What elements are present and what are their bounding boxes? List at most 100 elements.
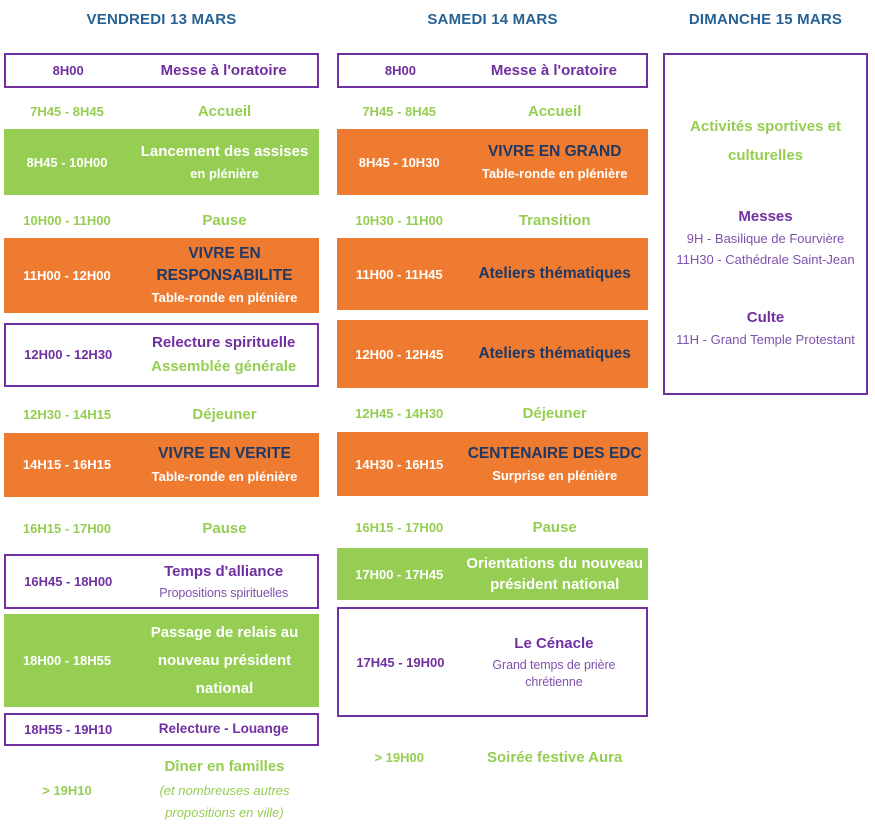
time-label: 14H15 - 16H15	[22, 457, 112, 473]
event-cell: Déjeuner	[461, 398, 648, 429]
time-label: 17H45 - 19H00	[356, 654, 445, 670]
event-line: Pause	[532, 519, 577, 536]
schedule-row: 16H15 - 17H00 Pause	[4, 513, 319, 544]
time-label: 16H15 - 17H00	[22, 520, 112, 536]
event-cell: Transition	[461, 205, 648, 236]
event-line: Table-ronde en plénière	[151, 468, 298, 484]
event-cell: VIVRE EN GRAND Table-ronde en plénière	[461, 136, 648, 189]
event-line: Propositions spirituelles	[159, 585, 289, 600]
sunday-item: 9H - Basilique de Fourvière	[686, 231, 845, 246]
schedule-row: 14H30 - 16H15 CENTENAIRE DES EDC Surprise …	[337, 432, 648, 496]
event-line: (et nombreuses autres propositions en vi…	[159, 783, 290, 821]
schedule-row: 10H00 - 11H00 Pause	[4, 205, 319, 236]
schedule-row: 10H30 - 11H00 Transition	[337, 205, 648, 236]
time-label: 10H00 - 11H00	[23, 213, 111, 228]
event-line: Soirée festive Aura	[487, 748, 623, 766]
time-label: 11H00 - 11H45	[355, 266, 443, 282]
time-label: 12H00 - 12H30	[24, 347, 113, 363]
event-line: Transition	[518, 212, 591, 229]
event-cell: Pause	[130, 205, 319, 236]
time-label: 8H45 - 10H30	[358, 154, 440, 170]
event-line: Relecture - Louange	[158, 721, 289, 737]
event-line: VIVRE EN GRAND	[487, 142, 622, 160]
event-line: Table-ronde en plénière	[481, 166, 628, 182]
time-label: 11H00 - 12H00	[23, 267, 111, 283]
event-line: CENTENAIRE DES EDC	[467, 444, 642, 462]
rows-friday: 8H00 Messe à l'oratoire 7H45 - 8H45 Accueil…	[4, 53, 319, 829]
event-cell: Messe à l'oratoire	[130, 55, 317, 86]
schedule-row: > 19H10 Dîner en familles(et nombreuses a…	[4, 751, 319, 829]
time-label: 8H00	[384, 63, 416, 78]
event-cell: Accueil	[461, 96, 648, 127]
event-line: Temps d'alliance	[164, 562, 284, 580]
event-line: Assemblée générale	[151, 358, 297, 376]
schedule-row: 8H45 - 10H30 VIVRE EN GRAND Table-ronde en…	[337, 129, 648, 195]
sunday-section-title: Culte	[746, 308, 785, 326]
schedule-row: 7H45 - 8H45 Accueil	[337, 96, 648, 127]
event-cell: Accueil	[130, 96, 319, 127]
schedule-row: 14H15 - 16H15 VIVRE EN VERITE Table-ronde …	[4, 432, 319, 497]
event-line: Surprise en plénière	[492, 468, 618, 484]
column-friday: VENDREDI 13 MARS 8H00 Messe à l'oratoire 7…	[4, 0, 319, 829]
day-header-friday: VENDREDI 13 MARS	[86, 11, 237, 28]
sunday-item: 11H30 - Cathédrale Saint-Jean	[676, 251, 855, 267]
schedule-row: > 19H00 Soirée festive Aura	[337, 737, 648, 777]
event-cell: Dîner en familles(et nombreuses autres p…	[130, 751, 319, 829]
schedule-row: 17H00 - 17H45 Orientations du nouveau pré…	[337, 548, 648, 600]
time-label: 14H30 - 16H15	[355, 456, 444, 472]
event-line: Accueil	[528, 103, 582, 120]
event-line: Passage de relais au nouveau président n…	[150, 624, 299, 697]
time-label: 10H30 - 11H00	[355, 213, 443, 228]
event-cell: Orientations du nouveau président nation…	[461, 548, 648, 600]
event-line: Accueil	[197, 103, 252, 120]
time-label: 16H45 - 18H00	[24, 573, 113, 589]
event-line: VIVRE EN RESPONSABILITE	[156, 245, 293, 284]
event-cell: Déjeuner	[130, 399, 319, 430]
event-line: Grand temps de prière chrétienne	[492, 657, 616, 690]
event-cell: Ateliers thématiques	[461, 258, 648, 290]
event-line: en plénière	[190, 165, 259, 181]
event-cell: Soirée festive Aura	[461, 742, 648, 773]
event-line: Pause	[202, 519, 247, 537]
event-line: Ateliers thématiques	[478, 345, 631, 363]
event-cell: Relecture - Louange	[130, 715, 317, 744]
event-cell: Pause	[130, 513, 319, 544]
time-label: 18H00 - 18H55	[22, 653, 112, 669]
column-sunday: DIMANCHE 15 MARS Activités sportives et …	[663, 0, 868, 395]
time-label: 17H00 - 17H45	[355, 566, 444, 582]
time-label: > 19H10	[42, 782, 92, 798]
event-line: Le Cénacle	[514, 634, 594, 652]
time-label: > 19H00	[374, 749, 424, 765]
event-line: Lancement des assises	[140, 142, 309, 160]
schedule-row: 8H00 Messe à l'oratoire	[4, 53, 319, 88]
time-label: 12H30 - 14H15	[22, 406, 112, 422]
sunday-section: Activités sportives et culturelles	[671, 113, 860, 170]
rows-saturday: 8H00 Messe à l'oratoire 7H45 - 8H45 Accueil…	[337, 53, 648, 777]
event-line: Orientations du nouveau président nation…	[466, 555, 644, 593]
schedule-row: 7H45 - 8H45 Accueil	[4, 96, 319, 127]
time-label: 7H45 - 8H45	[362, 104, 437, 119]
sunday-section-title: Activités sportives et culturelles	[690, 118, 841, 164]
time-label: 8H00	[52, 63, 84, 78]
event-cell: Messe à l'oratoire	[462, 55, 646, 86]
event-line: Ateliers thématiques	[478, 265, 631, 283]
day-header-sunday: DIMANCHE 15 MARS	[688, 11, 843, 28]
event-line: VIVRE EN VERITE	[158, 445, 291, 463]
time-label: 7H45 - 8H45	[30, 104, 104, 119]
schedule-row: 12H30 - 14H15 Déjeuner	[4, 399, 319, 430]
